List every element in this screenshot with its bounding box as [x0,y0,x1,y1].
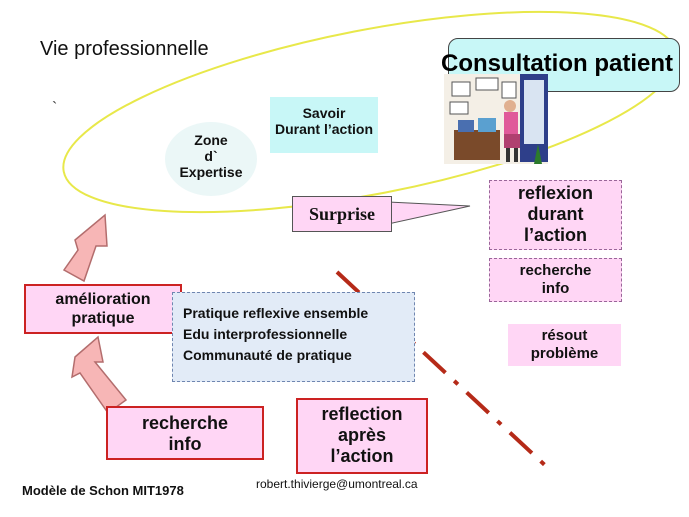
tick-mark: ` [52,100,58,117]
resout-probleme-box: résout problème [508,324,621,366]
recherche-left-line-2: info [168,434,202,454]
up-arrow-icon [71,335,128,415]
reflection-line-2: après [337,425,387,445]
office-scene-icon [444,74,548,164]
reflexion-line-1: reflexion [517,183,594,203]
reflection-line-1: reflection [321,404,403,424]
pratique-reflexive-box: Pratique reflexive ensemble Edu interpro… [172,292,415,382]
consultation-patient-label: Consultation patient [441,50,673,77]
dashdot-divider-line [335,270,550,470]
savoir-line-1: Savoir [302,105,346,121]
amelioration-line-1: amélioration [55,291,151,308]
pratique-line-3: Communauté de pratique [183,347,352,363]
savoir-durant-action-box: Savoir Durant l’action [270,97,378,153]
amelioration-line-2: pratique [71,310,135,327]
zone-line-2: d` [204,148,218,164]
footer-citation: Modèle de Schon MIT1978 [22,483,184,498]
author-email: robert.thivierge@umontreal.ca [256,477,418,491]
pratique-line-2: Edu interprofessionnelle [183,326,348,342]
reflexion-durant-action-box: reflexion durant l’action [489,180,622,250]
zone-expertise-bubble: Zone d` Expertise [165,122,257,196]
page-title: Vie professionnelle [40,38,209,60]
resout-line-2: problème [530,345,599,362]
surprise-callout-pointer [388,201,471,225]
recherche-right-line-2: info [541,280,570,297]
recherche-left-line-1: recherche [141,413,229,433]
reflexion-line-2: durant [527,204,584,224]
savoir-line-2: Durant l’action [274,121,373,137]
zone-line-3: Expertise [179,164,243,180]
reflection-apres-action-box: reflection après l’action [296,398,428,474]
up-arrow-icon [62,213,108,283]
reflexion-line-3: l’action [523,225,587,245]
recherche-info-right-box: recherche info [489,258,622,302]
reflection-line-3: l’action [330,446,394,466]
amelioration-pratique-box: amélioration pratique [24,284,182,334]
pratique-line-1: Pratique reflexive ensemble [183,305,369,321]
resout-line-1: résout [541,327,588,344]
recherche-info-left-box: recherche info [106,406,264,460]
zone-line-1: Zone [194,132,228,148]
surprise-box: Surprise [292,196,392,232]
recherche-right-line-1: recherche [519,262,592,279]
